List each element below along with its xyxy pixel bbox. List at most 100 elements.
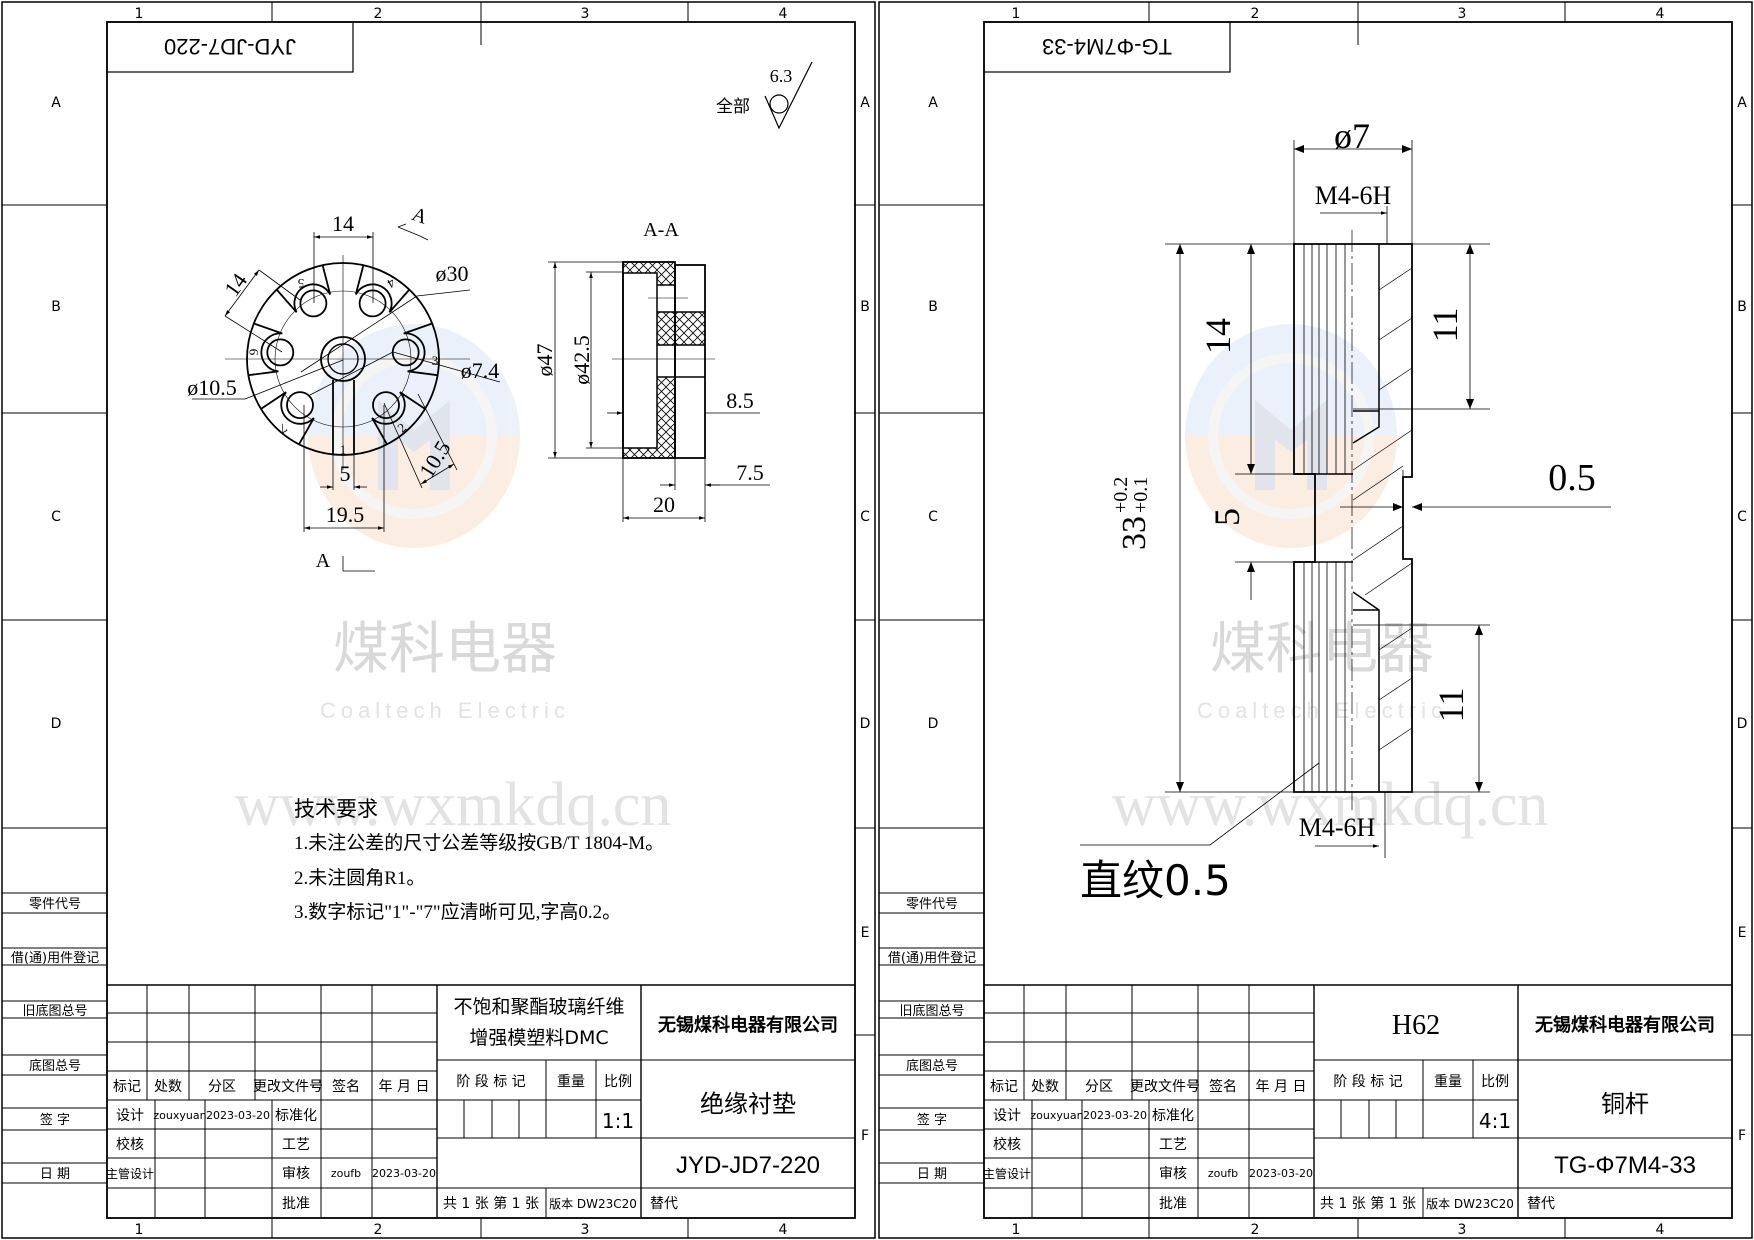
zone-row-label: C [928,509,938,525]
requirement-item: 2.未注圆角R1。 [294,867,425,889]
review-date: 2023-03-20 [1249,1167,1313,1180]
zone-column-label: 4 [779,6,788,22]
dim-left-radius: ø10.5 [187,375,237,400]
scale-value: 1:1 [602,1109,634,1133]
terminal-lobe [371,391,426,445]
replace-label: 替代 [650,1196,678,1212]
drawing-number: JYD-JD7-220 [676,1152,820,1179]
knurl-lines [1303,244,1346,792]
stage-label: 阶 段 标 记 [456,1074,525,1090]
zone-column-label: 2 [374,6,383,22]
process-label: 工艺 [1159,1137,1187,1153]
zone-row-label: E [861,925,870,941]
dim-hole-diameter: ø7.4 [461,358,500,383]
zone-column-label: 1 [1012,6,1021,22]
replace-label: 替代 [1527,1196,1555,1212]
dim-total-length: 33 +0.2 +0.1 [1110,477,1153,550]
dim-pitch-diameter: ø30 [436,261,469,286]
part-name: 绝缘衬垫 [700,1090,796,1118]
reviewer-name: zoufb [331,1167,361,1180]
dim-upper-length: 14 [1198,318,1238,354]
zone-row-label: A [928,95,938,111]
process-label: 工艺 [282,1137,310,1153]
dim-total: 33 [1116,516,1153,550]
material-text: 不饱和聚酯玻璃纤维 [453,996,624,1018]
zone-column-label: 2 [1251,6,1260,22]
watermark-right: 煤科电器 Coaltech Electric www.wxmkdq.cn [1112,324,1548,839]
section-view-a-a: A-A ø47 ø42.5 [532,219,770,522]
dim-base-width: 19.5 [326,502,365,527]
zone-row-label: B [51,299,61,315]
watermark-en: Coaltech Electric [1197,698,1447,723]
dim-boss-depth: 8.5 [726,388,754,413]
terminal-hole [286,391,314,420]
dim-total-length: 20 [653,492,675,517]
zone-column-label: 4 [779,1222,788,1238]
side-label: 签 字 [40,1112,70,1128]
designer-name: zouxyuan [1030,1109,1083,1122]
hole-number: 1 [340,442,347,457]
zone-column-label: 1 [135,1222,144,1238]
dim-boss-length: 7.5 [736,460,764,485]
watermark-en: Coaltech Electric [320,698,570,723]
zone-row-label: D [1737,716,1748,732]
designer-name: zouxyuan [153,1109,206,1122]
dim-groove: 0.5 [1548,457,1596,499]
terminal-lobe [403,322,438,377]
zone-row-label: F [861,1128,869,1144]
company-name: 无锡煤科电器有限公司 [1535,1014,1715,1036]
terminal-lobe [260,391,315,445]
zone-row-label: D [51,716,62,732]
roughness-value: 6.3 [770,66,793,86]
copper-rod-drawing: ø7 M4-6H M4-6H 14 5 33 +0.2 +0.1 11 11 0… [1080,116,1611,905]
sheet-count: 共 1 张 第 1 张 [443,1195,539,1212]
section-mark-bottom: A [316,550,331,572]
insulating-pad-drawing: 全部 6.3 5 4 9 3 7 2 1 [187,61,813,923]
terminal-hole [299,289,328,318]
sheet-frame-1: 11223344ABCDABCDEF零件代号借(通)用件登记旧底图总号底图总号签… [1,1,876,1239]
zone-column-label: 2 [374,1222,383,1238]
sheet-frame-2: 11223344ABCDABCDEF零件代号借(通)用件登记旧底图总号底图总号签… [878,1,1753,1239]
chief-design-label: 主管设计 [983,1166,1031,1181]
hole-number: 9 [246,349,261,356]
zone-row-label: C [51,509,61,525]
terminal-lobe [248,322,283,377]
revision-header: 年 月 日 [379,1079,430,1095]
part-name: 铜杆 [1601,1090,1649,1118]
requirement-item: 3.数字标记"1"-"7"应清晰可见,字高0.2。 [294,901,621,923]
revision-header: 更改文件号 [253,1079,323,1095]
zone-column-label: 1 [1012,1222,1021,1238]
hole-number: 3 [432,353,439,368]
requirement-item: 1.未注公差的尺寸公差等级按GB/T 1804-M。 [294,832,664,854]
revision-header: 签名 [332,1078,360,1095]
side-label: 零件代号 [29,897,81,912]
check-label: 校核 [993,1136,1021,1153]
requirements-title: 技术要求 [294,797,378,821]
stage-label: 阶 段 标 记 [1333,1074,1402,1090]
dim-thread-top: M4-6H [1315,181,1392,210]
front-view-dimensions [192,223,501,572]
side-label: 旧底图总号 [22,1003,87,1019]
section-mark-top: A [409,203,431,229]
zone-row-label: B [1737,299,1747,315]
weight-label: 重量 [557,1074,585,1090]
watermark-left: 煤科电器 Coaltech Electric www.wxmkdq.cn [235,324,671,839]
zone-column-label: 3 [1458,6,1467,22]
side-label: 旧底图总号 [899,1003,964,1019]
roughness-label: 全部 [716,97,750,117]
company-name: 无锡煤科电器有限公司 [658,1014,838,1036]
zone-row-label: C [1737,509,1747,525]
watermark-cn: 煤科电器 [333,617,557,682]
dim-thread-bottom: M4-6H [1299,813,1376,842]
reviewer-name: zoufb [1208,1167,1238,1180]
side-label: 签 字 [917,1112,947,1128]
review-label: 审核 [1159,1166,1187,1182]
revision-header: 处数 [154,1079,182,1095]
material-text: 增强模塑料DMC [469,1027,608,1049]
tol-lower: +0.1 [1130,477,1152,513]
version-label: 版本 DW23C20 [549,1197,637,1211]
logo-watermark [1185,324,1397,548]
dim-thread-depth-top: 11 [1425,308,1465,343]
section-title: A-A [643,219,679,241]
